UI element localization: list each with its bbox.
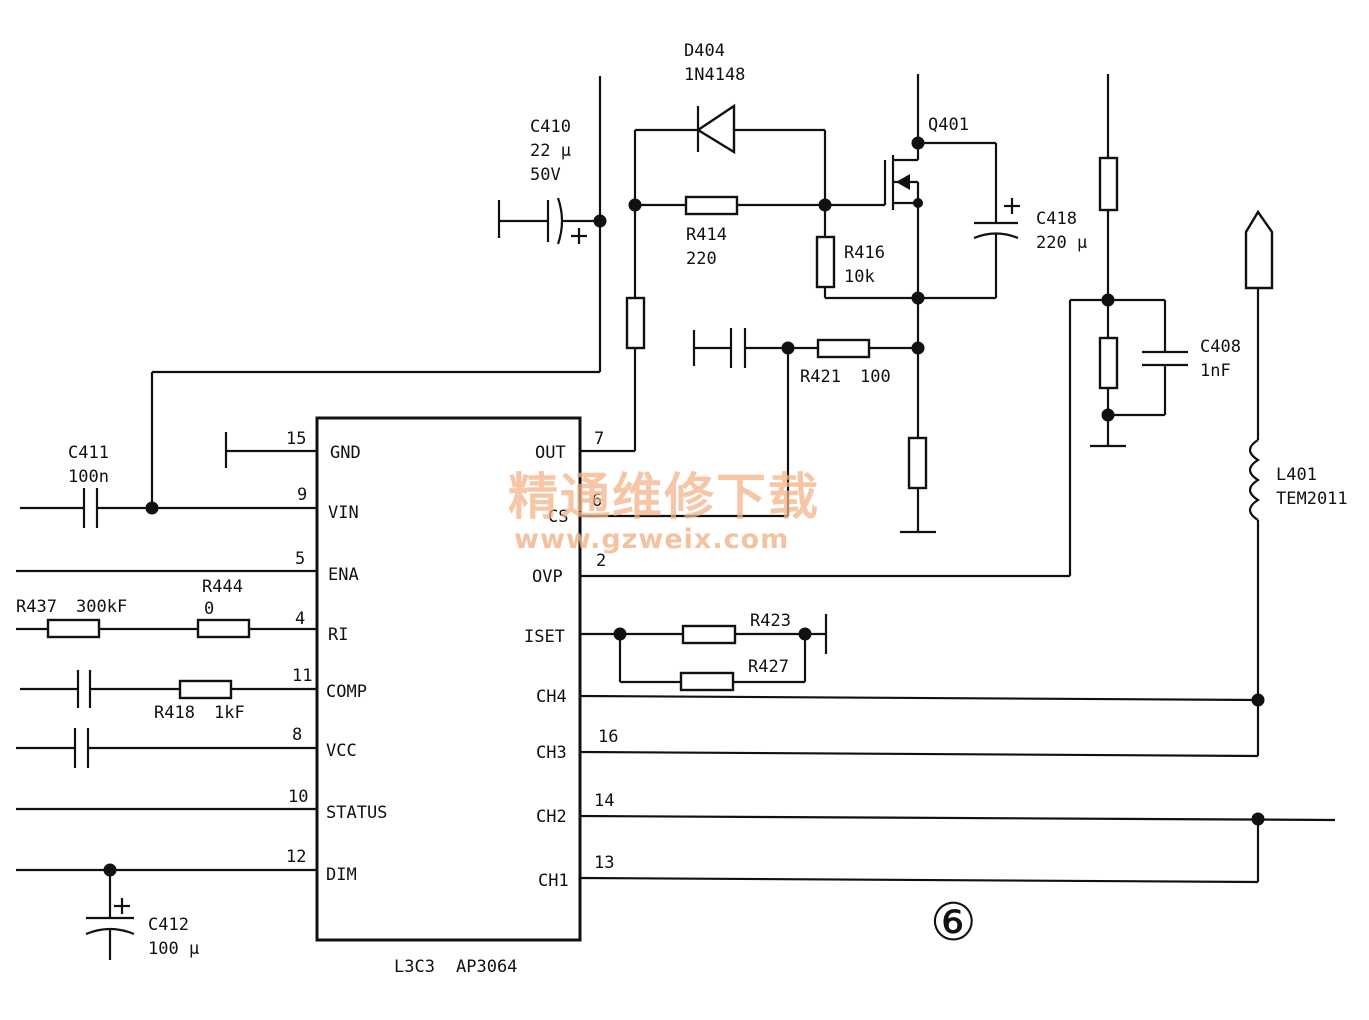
c412-value: 100 μ (148, 939, 199, 959)
r427-ref: R427 (748, 657, 789, 677)
r414-ref: R414 (686, 225, 727, 245)
watermark-title: 精通维修下载 (508, 468, 820, 526)
r418-ref: R418 (154, 703, 195, 723)
c408-value: 1nF (1200, 361, 1231, 381)
figure-number: ⑥ (930, 893, 977, 953)
pin-name-status: STATUS (326, 803, 387, 823)
pin-num-8: 8 (292, 725, 302, 745)
c410-capacitor (497, 197, 607, 245)
c411-ref: C411 (68, 443, 109, 463)
r416-value: 10k (844, 267, 875, 287)
l401-ref: L401 (1276, 465, 1317, 485)
watermark-url: www.gzweix.com (514, 524, 789, 555)
pin-name-vcc: VCC (326, 741, 357, 761)
cs-network (580, 328, 918, 518)
pin-num-4: 4 (295, 609, 305, 629)
ic-left-pins: GND 15 VIN 9 ENA 5 RI 4 COMP 11 VCC 8 ST… (286, 429, 387, 885)
pin-num-13: 13 (594, 853, 614, 873)
c412-ref: C412 (148, 915, 189, 935)
ic-body (315, 416, 582, 942)
pin-num-14: 14 (594, 791, 614, 811)
c418-ref: C418 (1036, 209, 1077, 229)
c408-ref: C408 (1200, 337, 1241, 357)
gate-drive-network (580, 103, 996, 453)
c418-value: 220 μ (1036, 233, 1087, 253)
pin-name-cs: CS (548, 507, 568, 527)
c411-value: 100n (68, 467, 109, 487)
pin-name-vin: VIN (328, 503, 359, 523)
pin-name-ovp: OVP (532, 567, 563, 587)
r444-ref: R444 (202, 577, 243, 597)
pin-name-ch3: CH3 (536, 743, 567, 763)
ic-part: AP3064 (456, 957, 517, 977)
c410-ref: C410 (530, 117, 571, 137)
pin-name-comp: COMP (326, 682, 367, 702)
pin-num-16: 16 (598, 727, 618, 747)
d404-value: 1N4148 (684, 65, 745, 85)
pin-num-11: 11 (292, 666, 312, 686)
r444-value: 0 (204, 599, 214, 619)
c410-voltage: 50V (530, 165, 561, 185)
pin-name-iset: ISET (524, 627, 565, 647)
q401-ref: Q401 (928, 115, 969, 135)
pin-num-2: 2 (596, 551, 606, 571)
pin-num-7: 7 (594, 429, 604, 449)
left-wiring (16, 76, 602, 960)
d404-ref: D404 (684, 41, 725, 61)
ic-right-pins: OUT 7 CS 6 OVP 2 ISET CH4 CH3 16 CH2 14 … (524, 429, 618, 891)
r421-ref: R421 (800, 367, 841, 387)
pin-name-ri: RI (328, 625, 348, 645)
pin-num-5: 5 (295, 549, 305, 569)
l401-value: TEM2011 (1276, 489, 1348, 509)
ovp-divider (580, 74, 1188, 578)
r437-value: 300kF (76, 597, 127, 617)
pin-num-12: 12 (286, 847, 306, 867)
q401-mosfet (883, 74, 1020, 534)
r418-value: 1kF (214, 703, 245, 723)
c410-value: 22 μ (530, 141, 571, 161)
pin-name-ch1: CH1 (538, 871, 569, 891)
ic-ref: L3C3 (394, 957, 435, 977)
pin-name-dim: DIM (326, 865, 357, 885)
left-labels: C411 100n R437 300kF R444 0 R418 1kF C41… (16, 443, 245, 959)
r421-value: 100 (860, 367, 891, 387)
pin-name-ena: ENA (328, 565, 359, 585)
pin-name-out: OUT (535, 443, 566, 463)
channel-wiring (579, 614, 1336, 884)
output-connector (1244, 209, 1274, 756)
pin-num-9: 9 (297, 485, 307, 505)
pin-num-6: 6 (592, 491, 602, 511)
r416-ref: R416 (844, 243, 885, 263)
pin-num-10: 10 (288, 787, 308, 807)
pin-name-gnd: GND (330, 443, 361, 463)
pin-num-15: 15 (286, 429, 306, 449)
r437-ref: R437 (16, 597, 57, 617)
pin-name-ch2: CH2 (536, 807, 567, 827)
pin-name-ch4: CH4 (536, 687, 567, 707)
r423-ref: R423 (750, 611, 791, 631)
r414-value: 220 (686, 249, 717, 269)
